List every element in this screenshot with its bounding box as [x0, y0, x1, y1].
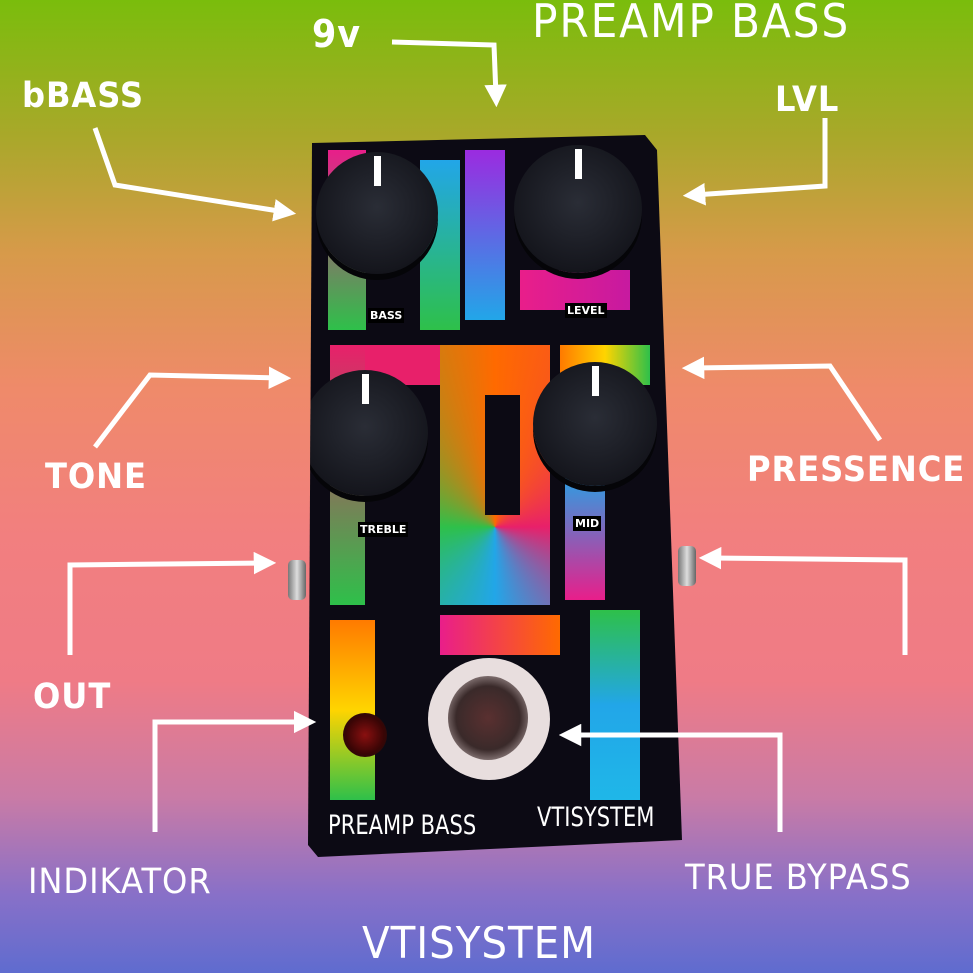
treble-knob[interactable]: [308, 370, 428, 496]
arrow-bypass: [558, 723, 783, 832]
label-bass: bBASS: [22, 76, 145, 116]
arrow-bass: [92, 127, 297, 222]
footswitch-cap: [448, 676, 528, 760]
output-jack: [288, 560, 306, 600]
level-knob-label: LEVEL: [565, 303, 607, 318]
label-level: LVL: [775, 80, 840, 120]
arrow-indicator: [152, 710, 317, 832]
arrow-tone: [93, 366, 292, 449]
pedal-brand-model: PREAMP BASS: [328, 810, 477, 841]
footswitch[interactable]: [428, 658, 550, 780]
title: PREAMP BASS: [532, 0, 851, 48]
arrow-in: [698, 546, 908, 655]
footer-brand: VTISYSTEM: [362, 918, 596, 969]
mid-knob[interactable]: [533, 362, 657, 486]
treble-knob-label: TREBLE: [358, 522, 409, 537]
label-bypass: TRUE BYPASS: [685, 858, 912, 898]
label-indicator: INDIKATOR: [28, 862, 212, 902]
arrow-power: [391, 39, 507, 108]
label-tone: TONE: [45, 457, 147, 497]
led-indicator: [343, 713, 387, 757]
label-out: OUT: [33, 677, 112, 717]
input-jack: [678, 546, 696, 586]
arrow-presence: [681, 356, 883, 442]
level-knob[interactable]: [514, 145, 642, 273]
mid-knob-label: MID: [573, 516, 602, 531]
label-power: 9v: [312, 12, 361, 56]
bass-knob[interactable]: [316, 152, 438, 274]
bass-knob-label: BASS: [368, 308, 405, 323]
arrow-out: [67, 551, 277, 655]
pedal-brand-maker: VTISYSTEM: [537, 802, 655, 833]
arrow-level: [682, 118, 828, 206]
label-presence: PRESSENCE: [747, 450, 966, 490]
